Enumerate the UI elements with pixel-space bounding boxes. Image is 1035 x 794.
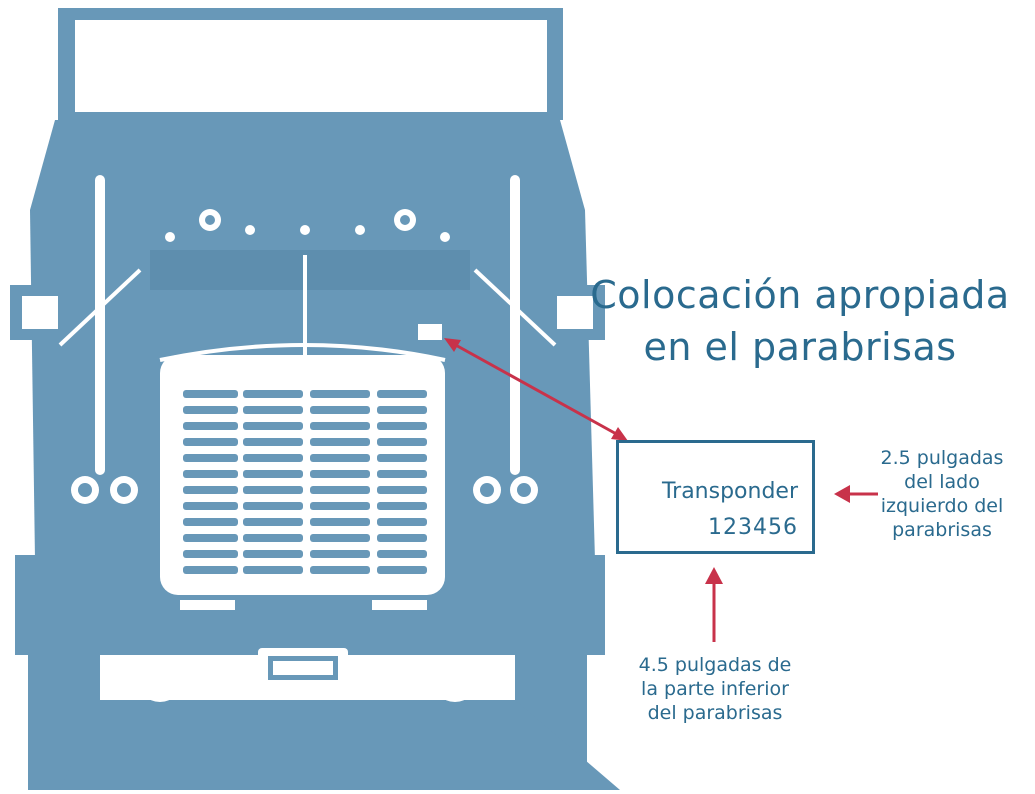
note-bottom-line: la parte inferior (641, 678, 789, 700)
note-bottom-line: 4.5 pulgadas de (638, 654, 792, 676)
windshield-transponder-marker (418, 324, 442, 340)
arrow-to-windshield (451, 341, 621, 438)
note-right-line: del lado (904, 471, 980, 493)
note-bottom-distance: 4.5 pulgadas de la parte inferior del pa… (606, 653, 824, 725)
transponder-label: Transponder (661, 479, 798, 504)
transponder-box: Transponder 123456 (616, 440, 815, 554)
note-bottom-line: del parabrisas (647, 702, 783, 724)
note-right-line: parabrisas (892, 519, 992, 541)
transponder-id: 123456 (708, 515, 798, 540)
heading-line-2: en el parabrisas (643, 325, 957, 369)
note-right-line: 2.5 pulgadas (880, 447, 1004, 469)
note-right-line: izquierdo del (880, 495, 1004, 517)
note-left-distance: 2.5 pulgadas del lado izquierdo del para… (852, 446, 1032, 542)
heading-line-1: Colocación apropiada (590, 273, 1010, 317)
